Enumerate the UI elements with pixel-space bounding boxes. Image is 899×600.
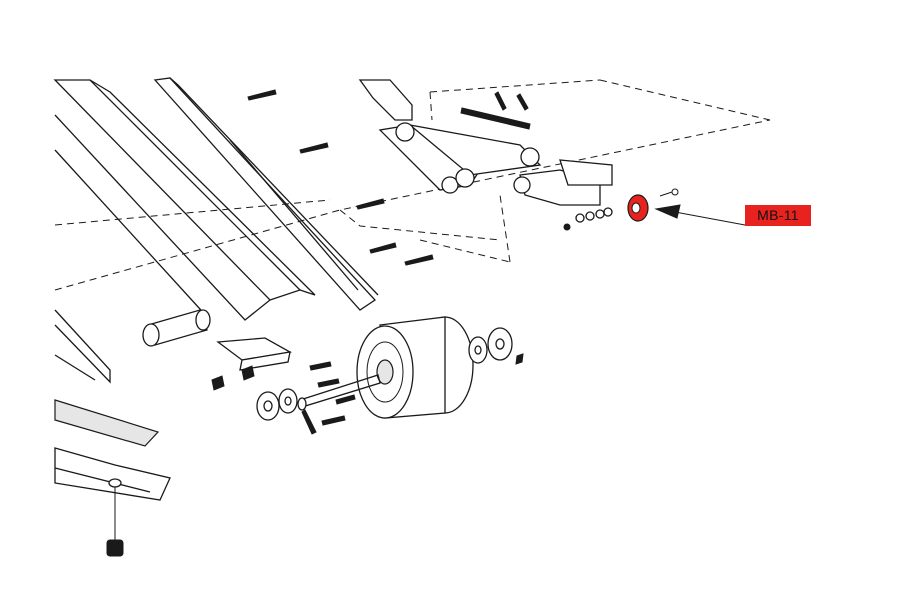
leveling-foot bbox=[106, 539, 124, 557]
screw-set-bottom bbox=[301, 361, 356, 435]
base-plate bbox=[54, 399, 160, 447]
dashed-assembly-outline bbox=[54, 79, 771, 291]
mounting-bracket bbox=[211, 337, 292, 391]
threaded-rod bbox=[460, 107, 531, 130]
callout-arrow bbox=[654, 204, 746, 226]
upper-linkage bbox=[358, 79, 613, 231]
highlighted-wheel bbox=[627, 188, 679, 222]
roller-tube bbox=[142, 309, 211, 347]
screw-set-top bbox=[247, 89, 529, 266]
frame-rails bbox=[53, 77, 379, 384]
drum-motor bbox=[297, 316, 474, 419]
base-tray bbox=[54, 447, 171, 540]
part-callout-label: MB-11 bbox=[745, 205, 811, 226]
washer-set bbox=[256, 327, 524, 421]
